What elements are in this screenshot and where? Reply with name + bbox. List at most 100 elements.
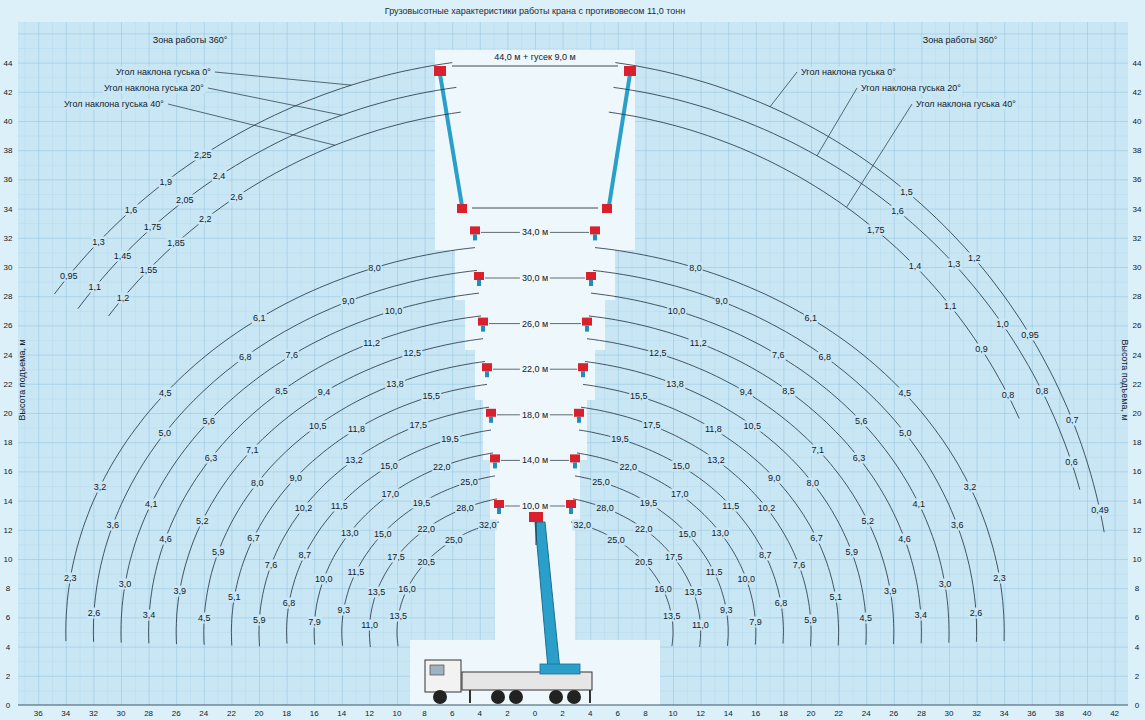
load-value: 17,5 [642,420,662,431]
dimension-line [472,208,598,209]
load-value: 3,6 [105,520,120,531]
load-value: 5,9 [803,615,818,626]
boom-head [494,500,504,508]
load-value: 13,2 [706,454,726,465]
load-value: 3,2 [93,481,108,492]
load-value: 6,8 [774,598,789,609]
axis-tick: 18 [779,708,788,719]
axis-tick: 18 [282,708,291,719]
load-value: 13,5 [367,587,387,598]
load-value: 5,1 [828,592,843,603]
load-value: 32,0 [572,519,592,530]
load-value: 1,3 [947,258,962,269]
load-value: 2,3 [992,573,1007,584]
load-value: 11,5 [721,500,740,511]
axis-tick: 30 [4,262,13,273]
load-value: 6,7 [809,533,824,544]
axis-tick: 22 [1133,378,1142,389]
leader-line [168,104,335,145]
load-value: 7,6 [284,350,299,361]
load-value: 9,3 [336,604,351,615]
hook-block [493,462,497,468]
hook-block [585,326,589,332]
boom-curve [149,316,481,643]
load-value: 19,5 [610,434,630,445]
truck-cab [425,660,461,692]
load-value: 6,8 [282,598,297,609]
load-value: 10,0 [667,305,687,316]
load-value: 7,6 [792,560,807,571]
boom-curve [314,453,493,645]
load-value: 22,0 [619,461,639,472]
axis-tick: 32 [4,232,13,243]
load-value: 4,1 [144,498,159,509]
load-value: 5,0 [157,428,172,439]
load-value: 13,0 [710,527,730,538]
axis-tick: 12 [696,708,705,719]
load-value: 6,8 [238,351,253,362]
load-value: 1,45 [113,251,133,262]
load-value: 3,0 [938,579,953,590]
boom-length-label: 18,0 м [520,409,550,420]
axis-tick: 20 [807,708,816,719]
axis-tick: 34 [61,708,70,719]
load-value: 16,0 [653,584,673,595]
load-value: 11,2 [689,337,708,348]
load-value: 15,0 [379,460,399,471]
load-value: 17,5 [386,552,406,563]
grid-major [18,22,1128,705]
axis-tick: 26 [1133,320,1142,331]
load-value: 22,0 [634,523,654,534]
boom-curve [591,293,949,642]
axis-tick: 26 [172,708,181,719]
truck-chassis [462,672,592,690]
load-value: 11,8 [347,424,366,435]
axis-tick: 32 [1133,232,1142,243]
wheel [549,690,563,704]
load-value: 8,0 [250,477,265,488]
load-value: 2,25 [193,150,213,161]
load-value: 1,85 [166,238,186,249]
load-value: 7,1 [245,444,260,455]
load-value: 6,1 [252,313,267,324]
load-value: 4,5 [858,612,873,623]
angle-label: Угол наклона гуська 40° [63,99,165,110]
load-value: 20,5 [416,556,436,567]
load-value: 3,4 [142,610,157,621]
telescopic-boom [535,522,561,680]
axis-tick: 6 [6,612,10,623]
jib-curve [609,112,1019,418]
load-value: 9,4 [739,387,754,398]
load-value: 19,5 [440,434,460,445]
load-value: 22,0 [417,523,437,534]
axis-tick: 38 [1055,708,1064,719]
jib-curve [54,63,452,294]
axis-tick: 12 [4,524,13,535]
load-value: 15,5 [629,391,649,402]
load-value: 1,6 [890,205,905,216]
axis-tick: 18 [4,437,13,448]
axis-tick: 30 [945,708,954,719]
load-value: 9,0 [767,472,782,483]
load-value: 5,9 [211,547,226,558]
load-value: 0,95 [59,270,79,281]
axis-tick: 28 [1133,291,1142,302]
load-value: 13,5 [662,611,682,622]
axis-tick: 28 [917,708,926,719]
angle-label: Угол наклона гуська 0° [800,67,897,78]
axis-tick: 4 [588,708,592,719]
axis-tick: 32 [972,708,981,719]
load-value: 9,0 [288,472,303,483]
axis-tick: 20 [255,708,264,719]
axis-tick: 16 [1133,466,1142,477]
leader-line [208,88,342,115]
boom-section [608,74,630,212]
load-value: 16,0 [397,584,417,595]
axis-tick: 30 [117,708,126,719]
boom-head [574,409,584,417]
load-value: 1,0 [995,319,1010,330]
boom-curve [583,384,839,645]
load-value: 1,75 [866,224,886,235]
boom-head [566,500,576,508]
